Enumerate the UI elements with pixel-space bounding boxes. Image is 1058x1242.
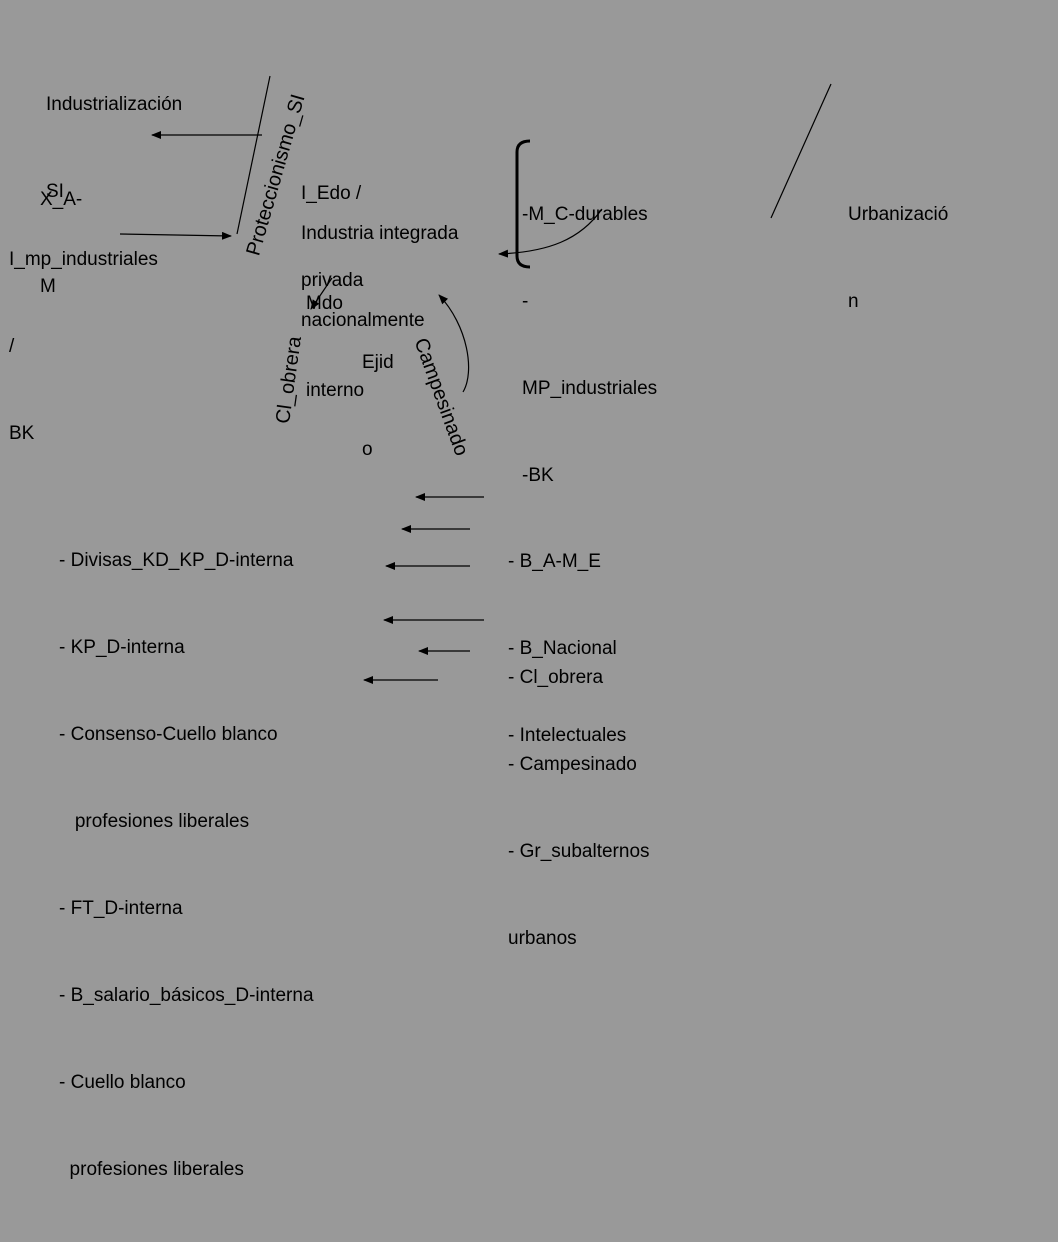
right-list-item: - Cl_obrera (508, 667, 604, 688)
x-am-line-2: M (40, 276, 56, 297)
right-list-a: - B_A-M_E - B_Nacional - Intelectuales (508, 489, 626, 808)
imp-line-2: / (9, 336, 15, 357)
edo-line-1: I_Edo / (301, 183, 362, 204)
mc-line-3: MP_industriales (522, 378, 658, 399)
industria-line-1: Industria integrada (301, 223, 459, 244)
right-list-b: - Cl_obrera - Campesinado - Gr_subaltern… (508, 605, 650, 1011)
curve-arrow-to-industria (498, 208, 603, 258)
left-list-item: - B_salario_básicos_D-interna (59, 985, 314, 1006)
right-list-item: - Campesinado (508, 754, 637, 775)
mc-node: -M_C-durables - MP_industriales -BK (522, 142, 657, 548)
arrow-mdo-to-clobrera (310, 277, 333, 310)
mc-line-2: - (522, 291, 529, 312)
title-line-2: SI (46, 181, 64, 202)
title-node: Industrialización SI (46, 32, 182, 264)
right-list-item: - Intelectuales (508, 725, 627, 746)
right-list-item: - Gr_subalternos (508, 841, 650, 862)
right-list-item: - B_Nacional (508, 638, 617, 659)
left-list-item: - Consenso-Cuello blanco (59, 724, 278, 745)
edo-node: I_Edo / privada (301, 121, 363, 353)
left-list: - Divisas_KD_KP_D-interna - KP_D-interna… (59, 488, 314, 1242)
mc-line-4: -BK (522, 465, 554, 486)
edo-line-2: privada (301, 270, 364, 291)
ejido-node: Ejid o (362, 290, 394, 522)
mdo-node: Mdo interno (306, 231, 364, 463)
arrow-imp-to-proteccionismo (119, 231, 232, 240)
mc-line-1: -M_C-durables (522, 204, 648, 225)
bracket-mc (515, 139, 531, 269)
left-list-item: profesiones liberales (59, 811, 250, 832)
industria-node: Industria integrada nacionalmente (301, 161, 458, 393)
left-list-item: profesiones liberales (59, 1159, 244, 1180)
mdo-line-1: Mdo (306, 293, 343, 314)
x-am-line-1: X_A- (40, 189, 83, 210)
divider-line-left (236, 75, 271, 235)
imp-line-1: I_mp_industriales (9, 249, 158, 270)
ejido-line-2: o (362, 439, 373, 460)
right-list-item: urbanos (508, 928, 577, 949)
divider-line-right (770, 83, 832, 219)
title-line-1: Industrialización (46, 94, 183, 115)
diagram-canvas: Industrialización SI X_A- M I_mp_industr… (9, 32, 949, 1180)
imp-node: I_mp_industriales / BK (9, 187, 158, 506)
left-list-item: - KP_D-interna (59, 637, 185, 658)
imp-line-3: BK (9, 423, 35, 444)
left-list-item: - Cuello blanco (59, 1072, 186, 1093)
urbanizacion-node: Urbanizació n (848, 142, 948, 374)
curve-arrow-to-ejido (438, 294, 470, 393)
mdo-line-2: interno (306, 380, 365, 401)
urbanizacion-line-1: Urbanizació (848, 204, 949, 225)
right-list-item: - B_A-M_E (508, 551, 601, 572)
industria-line-2: nacionalmente (301, 310, 425, 331)
ejido-line-1: Ejid (362, 352, 394, 373)
connector-layer (119, 75, 832, 684)
x-am-node: X_A- M (40, 127, 82, 359)
left-list-item: - FT_D-interna (59, 898, 183, 919)
left-list-item: - Divisas_KD_KP_D-interna (59, 550, 294, 571)
urbanizacion-line-2: n (848, 291, 859, 312)
